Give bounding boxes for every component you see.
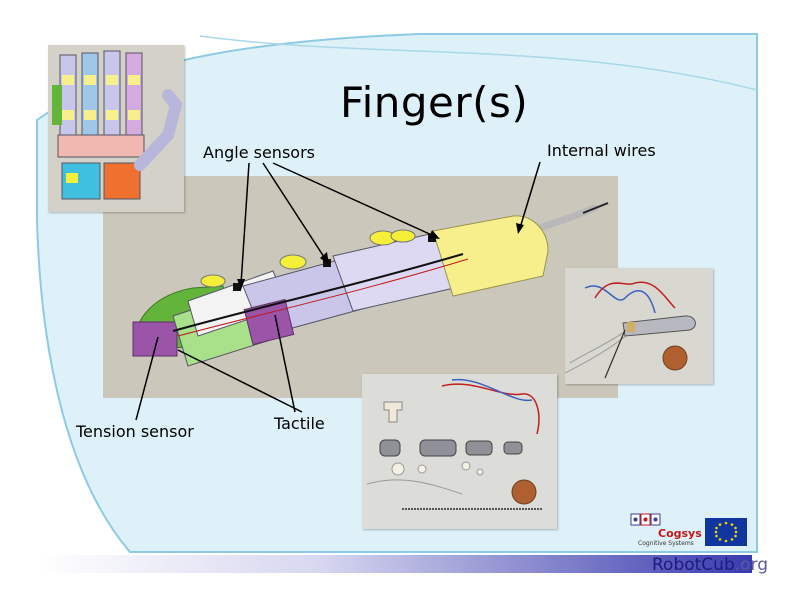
cogsys-subtitle: Cognitive Systems [638, 540, 694, 547]
brand-name: RobotCub [652, 555, 735, 575]
finger-cad-render [103, 176, 618, 398]
footer-gradient-bar [37, 555, 752, 573]
finger-photo-with-coin [565, 268, 713, 384]
eu-flag-icon [705, 518, 747, 546]
cogsys-name: Cogsys [658, 527, 702, 540]
label-tension-sensor: Tension sensor [76, 422, 194, 441]
slide-title: Finger(s) [340, 78, 529, 127]
cogsys-logo-icon [630, 513, 661, 526]
label-tactile: Tactile [274, 414, 325, 433]
robotcub-logo: RobotCub.org [652, 555, 768, 575]
label-internal-wires: Internal wires [547, 141, 656, 160]
label-angle-sensors: Angle sensors [203, 143, 315, 162]
disassembled-parts-photo [362, 374, 557, 529]
brand-suffix: .org [734, 555, 769, 575]
hand-cad-image [48, 45, 184, 212]
